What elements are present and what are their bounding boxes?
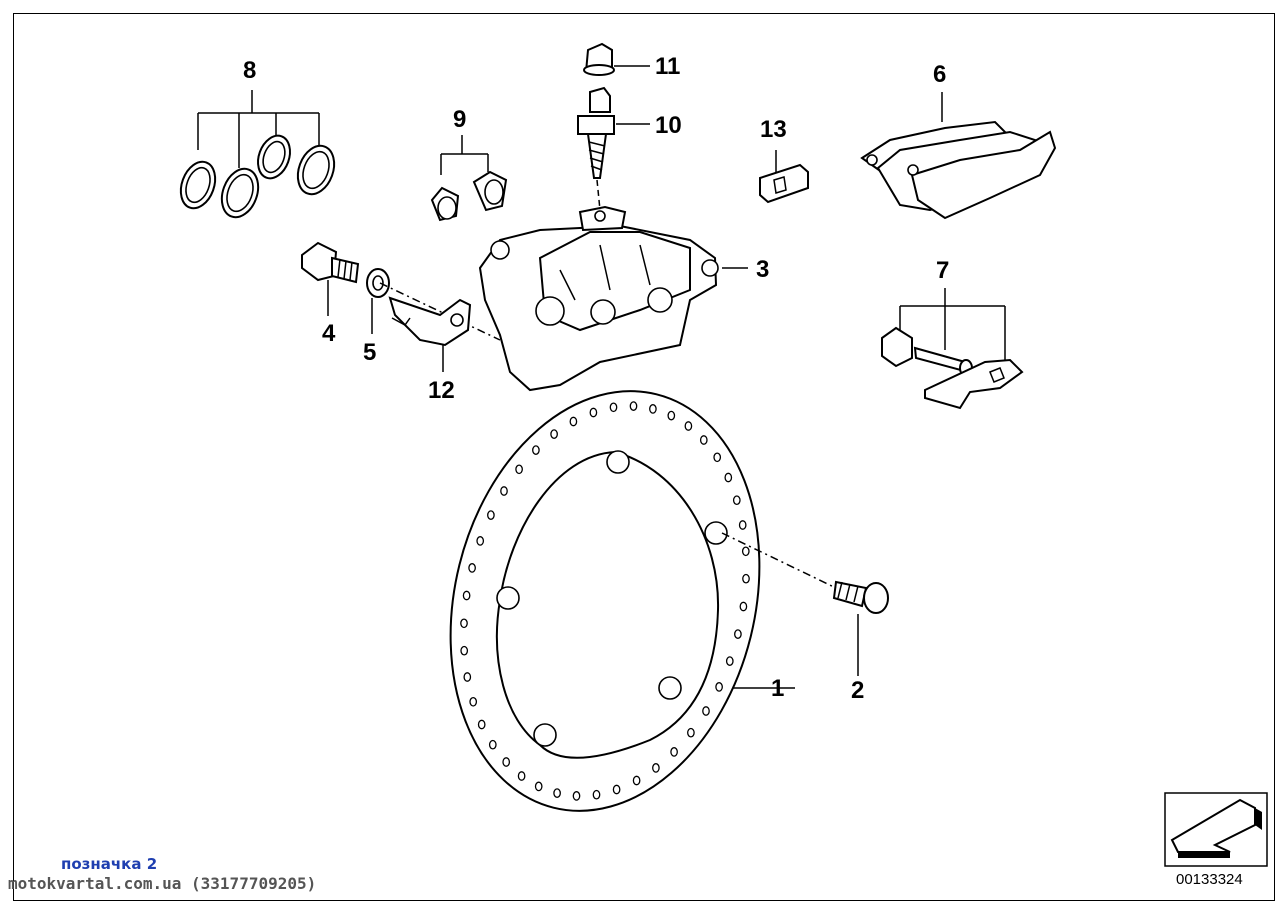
brake-caliper-icon xyxy=(478,205,719,392)
disc-vent-hole xyxy=(589,407,598,418)
pad-retainer-kit-icon xyxy=(881,288,1024,410)
bleeder-axis-line xyxy=(596,179,601,211)
caliper-bolt-icon xyxy=(301,241,360,284)
callout-12: 12 xyxy=(428,377,455,404)
disc-vent-hole xyxy=(468,563,476,573)
anti-rattle-spring-icon xyxy=(759,150,809,204)
disc-vent-hole xyxy=(739,601,748,612)
disc-vent-hole xyxy=(476,536,485,546)
disc-vent-hole xyxy=(463,672,472,682)
washer-icon xyxy=(366,268,390,298)
disc-vent-hole xyxy=(462,590,471,601)
brake-pads-icon xyxy=(860,120,1057,220)
bleeder-cap-icon xyxy=(583,42,615,76)
callout-8: 8 xyxy=(243,57,257,84)
disc-vent-hole xyxy=(670,747,678,757)
callout-3: 3 xyxy=(756,256,770,283)
disc-vent-hole xyxy=(477,719,486,730)
guide-bushes-icon xyxy=(430,135,508,222)
disc-vent-hole xyxy=(724,472,733,483)
bolt-axis-line xyxy=(721,532,837,589)
disc-vent-hole xyxy=(569,416,578,427)
caption-label: позначка 2 xyxy=(61,855,158,873)
disc-vent-hole xyxy=(572,791,581,801)
callout-9: 9 xyxy=(453,106,467,133)
disc-vent-hole xyxy=(460,618,468,629)
callout-10: 10 xyxy=(655,112,682,139)
disc-vent-holes xyxy=(460,401,750,801)
disc-vent-hole xyxy=(553,788,561,798)
piston-seal-rings-icon xyxy=(179,90,336,219)
disc-vent-hole xyxy=(687,727,695,738)
callout-4: 4 xyxy=(322,320,336,347)
disc-vent-hole xyxy=(515,464,523,475)
diagram-id: 00133324 xyxy=(1176,871,1243,888)
callout-6: 6 xyxy=(933,61,947,88)
caption-site: motokvartal.com.ua (33177709205) xyxy=(8,874,317,893)
diagram-frame xyxy=(13,13,1275,901)
disc-vent-hole xyxy=(488,739,497,750)
disc-vent-hole xyxy=(713,452,722,463)
callout-13: 13 xyxy=(760,116,787,143)
disc-vent-hole xyxy=(632,775,641,786)
disc-vent-hole xyxy=(715,682,723,692)
disc-vent-hole xyxy=(612,784,621,795)
brake-disc-icon xyxy=(449,390,761,812)
disc-vent-hole xyxy=(741,546,750,557)
disc-vent-hole xyxy=(487,510,495,520)
disc-vent-hole xyxy=(460,645,469,656)
disc-vent-hole xyxy=(502,757,511,767)
disc-vent-hole xyxy=(699,435,708,445)
disc-vent-hole xyxy=(469,696,478,707)
disc-vent-hole xyxy=(738,520,747,530)
callout-2: 2 xyxy=(851,677,865,704)
disc-vent-hole xyxy=(725,656,734,666)
disc-vent-hole xyxy=(629,401,638,411)
bracket-icon xyxy=(388,296,472,347)
disc-vent-hole xyxy=(734,629,742,639)
disc-vent-hole xyxy=(684,421,693,431)
disc-vent-hole xyxy=(667,410,676,421)
callout-7: 7 xyxy=(936,257,950,284)
axis-line-4 xyxy=(379,282,501,341)
callout-1: 1 xyxy=(771,675,785,702)
disc-vent-hole xyxy=(534,781,543,792)
disc-bolt-icon xyxy=(832,580,889,614)
callout-11: 11 xyxy=(655,53,681,80)
bleeder-valve-icon xyxy=(577,86,615,179)
disc-vent-hole xyxy=(550,429,558,439)
disc-vent-hole xyxy=(500,486,508,496)
disc-vent-hole xyxy=(702,706,710,716)
disc-vent-hole xyxy=(609,402,618,413)
disc-vent-hole xyxy=(532,445,540,455)
arrow-direction-icon xyxy=(1164,792,1268,867)
disc-vent-hole xyxy=(517,771,526,781)
callout-5: 5 xyxy=(363,339,377,366)
disc-vent-hole xyxy=(652,763,660,773)
disc-vent-hole xyxy=(742,573,750,584)
disc-vent-hole xyxy=(592,789,601,800)
disc-vent-hole xyxy=(732,495,741,506)
disc-vent-hole xyxy=(649,404,657,414)
